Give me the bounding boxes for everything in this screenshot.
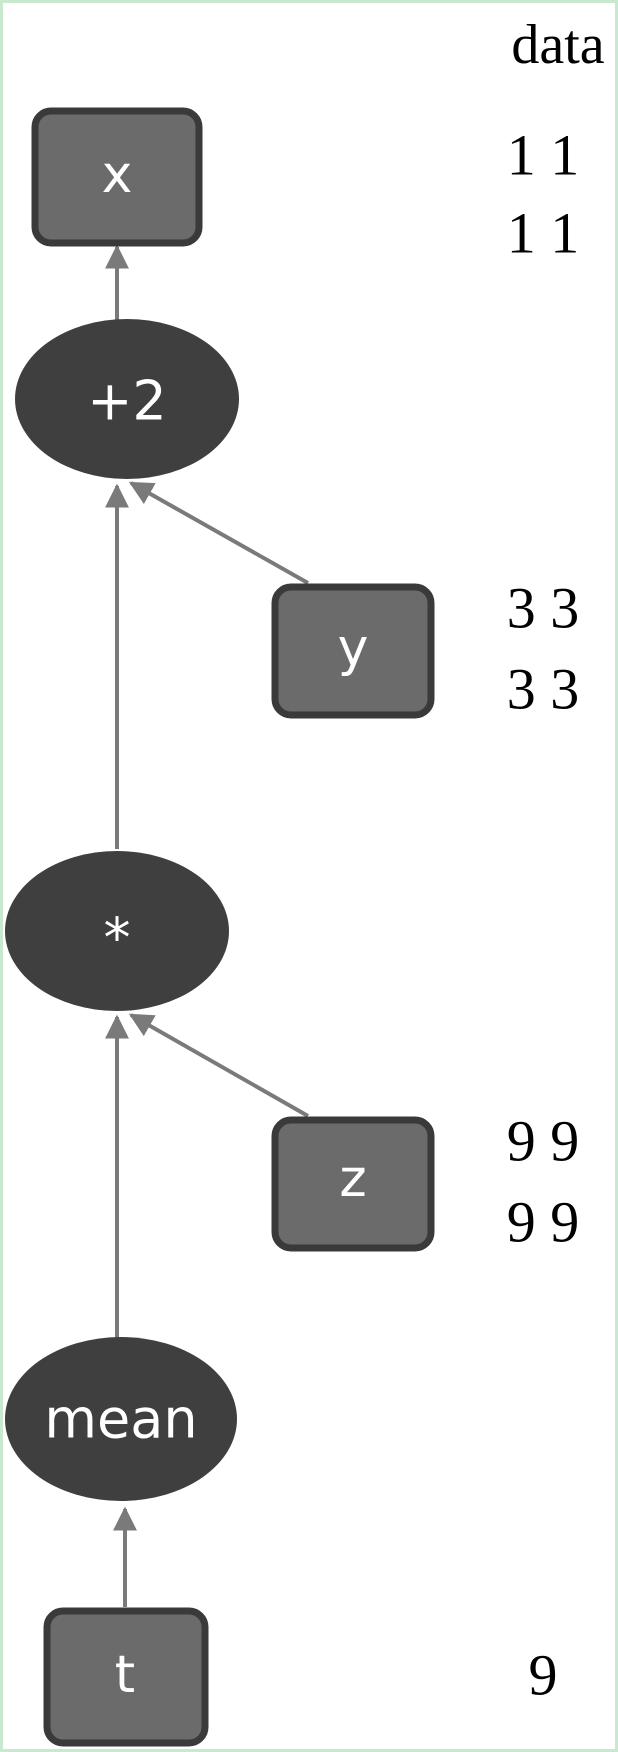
- variable-node-t: t: [43, 1607, 209, 1747]
- variable-box-z: [271, 1116, 435, 1252]
- data-y-row-2: 3 3: [507, 657, 580, 722]
- operation-label-mean: mean: [44, 1388, 197, 1451]
- variable-label-y: y: [338, 618, 369, 678]
- operation-node-plus2: +2: [15, 319, 239, 479]
- operation-node-mean: mean: [5, 1337, 237, 1501]
- variable-box-t: [43, 1607, 209, 1747]
- variable-box-x: [31, 107, 203, 247]
- data-column-header: data: [511, 14, 604, 76]
- data-z-row-2: 9 9: [507, 1190, 580, 1255]
- edge-z-to-mul: [128, 1013, 309, 1118]
- variable-label-t: t: [115, 1645, 135, 1705]
- edge-y-to-plus2: [128, 481, 309, 585]
- variable-label-z: z: [339, 1149, 366, 1209]
- operation-ellipse-multiply: [5, 851, 229, 1011]
- operation-ellipse-plus2: [15, 319, 239, 479]
- operation-label-plus2: +2: [87, 370, 167, 433]
- data-y-row-1: 3 3: [507, 576, 580, 641]
- variable-label-x: x: [102, 145, 133, 205]
- computation-graph: x +2 y * z mean t: [5, 14, 605, 1747]
- data-x-row-2: 1 1: [507, 201, 580, 266]
- variable-box-y: [271, 583, 435, 719]
- variable-node-z: z: [271, 1116, 435, 1252]
- operation-label-multiply: *: [104, 907, 131, 970]
- data-t-row-1: 9: [529, 1643, 558, 1708]
- operation-node-multiply: *: [5, 851, 229, 1011]
- data-z-row-1: 9 9: [507, 1109, 580, 1174]
- operation-ellipse-mean: [5, 1337, 237, 1501]
- variable-node-x: x: [31, 107, 203, 247]
- variable-node-y: y: [271, 583, 435, 719]
- data-x-row-1: 1 1: [507, 123, 580, 188]
